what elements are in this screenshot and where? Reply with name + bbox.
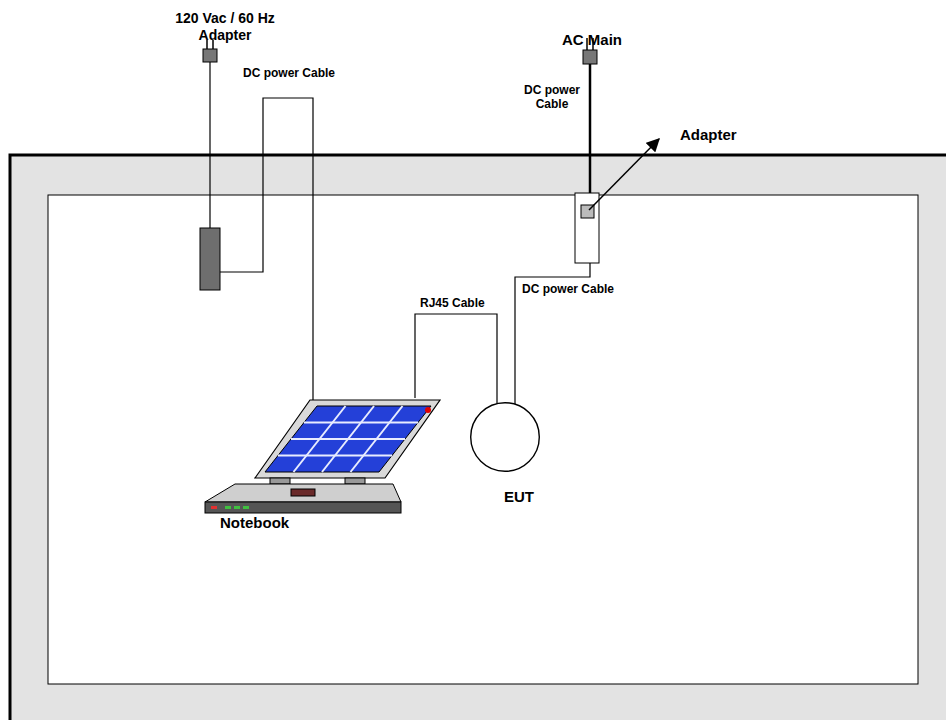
node-label: EUT: [484, 488, 554, 505]
status-light: [225, 506, 231, 509]
hinge: [345, 478, 365, 484]
screen-frame: [255, 400, 440, 478]
power-label: 120 Vac / 60 Hz Adapter: [160, 10, 290, 44]
plug-body: [583, 50, 597, 64]
callout-arrow: [589, 139, 659, 210]
cable-label: DC power Cable: [522, 282, 642, 296]
node-shape: [470, 402, 540, 472]
ground-plane: [10, 155, 946, 720]
power-adapter: [200, 228, 220, 290]
ac-cord: [209, 62, 210, 228]
screen-grid: [278, 455, 392, 457]
hinge: [270, 478, 290, 484]
cable-label: RJ45 Cable: [419, 296, 486, 310]
cable-label: DC power Cable: [512, 83, 592, 112]
test-table: [48, 195, 918, 684]
dc-power-wire: [220, 98, 313, 401]
screen-grid: [322, 406, 374, 472]
screen-grid: [351, 406, 403, 472]
front-edge: [205, 502, 401, 513]
dc-power-wire: [589, 64, 592, 193]
touchpad: [291, 489, 315, 496]
notebook-node: Notebook: [195, 398, 450, 533]
status-light: [243, 506, 249, 509]
status-light: [211, 506, 217, 509]
eut-circle: EUT: [470, 402, 540, 507]
node-shape: [195, 398, 450, 516]
eut-outline: [471, 403, 540, 472]
screen-panel: [265, 406, 431, 472]
mains-label: AC Main: [542, 31, 642, 49]
power-led: [425, 407, 431, 413]
cable-label: DC power Cable: [243, 66, 363, 80]
plug-body: [203, 49, 217, 62]
network-cable: [415, 314, 497, 404]
node-label: Notebook: [220, 514, 340, 531]
callout-label: Adapter: [680, 126, 770, 144]
status-light: [234, 506, 240, 509]
keyboard-deck: [205, 484, 401, 502]
